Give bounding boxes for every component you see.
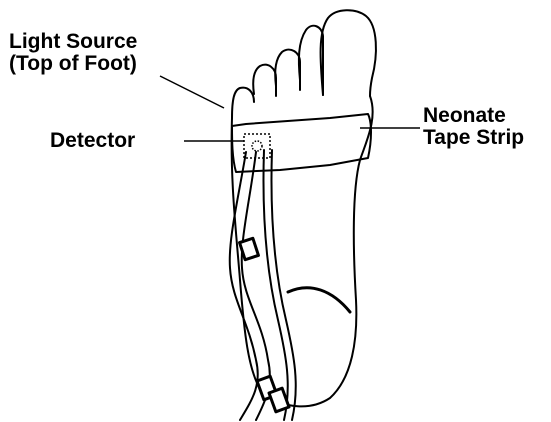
light-source-label-line2: (Top of Foot) [9, 53, 137, 75]
tape-strip-label-line1: Neonate [423, 105, 524, 127]
tape-strip-label: Neonate Tape Strip [423, 105, 524, 149]
heel-arc [288, 288, 350, 312]
leader-light-source [160, 76, 224, 108]
sensor-cable-inner-2 [272, 150, 296, 420]
third-toe [275, 50, 300, 90]
detector-label-text: Detector [50, 130, 135, 152]
detector-element [252, 141, 262, 151]
cable-clip-lower-2 [269, 388, 289, 412]
light-source-label-line1: Light Source [9, 31, 137, 53]
second-toe [299, 26, 323, 95]
detector-box [244, 134, 270, 158]
fourth-toe [253, 65, 276, 96]
big-toe [321, 10, 376, 96]
tape-strip-label-line2: Tape Strip [423, 127, 524, 149]
little-toe [232, 88, 254, 118]
detector-label: Detector [50, 130, 135, 152]
light-source-label: Light Source (Top of Foot) [9, 31, 137, 75]
